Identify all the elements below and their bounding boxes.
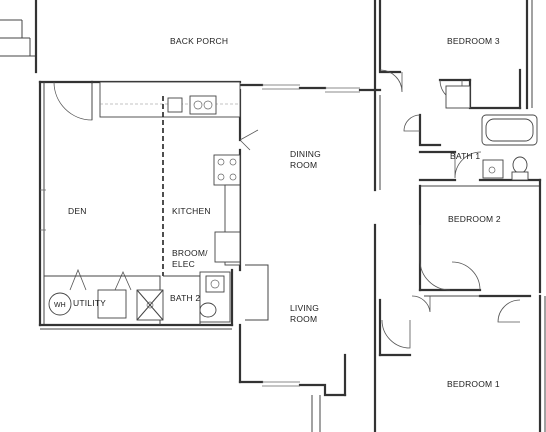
- water-heater-label: WH: [54, 302, 66, 309]
- kitchen-fixtures: [99, 81, 241, 276]
- label-living-2: ROOM: [290, 314, 317, 324]
- label-bedroom-3: BEDROOM 3: [447, 36, 500, 46]
- label-living-1: LIVING: [290, 303, 319, 313]
- label-bath-2: BATH 2: [170, 293, 200, 303]
- doors: [53, 69, 521, 387]
- label-utility: UTILITY: [73, 298, 106, 308]
- water-heater-icon: [48, 292, 72, 316]
- label-bedroom-1: BEDROOM 1: [447, 379, 500, 389]
- label-den: DEN: [68, 206, 87, 216]
- bath1-fixtures: [445, 85, 538, 181]
- label-bath-1: BATH 1: [450, 151, 480, 161]
- utility-bath2-fixtures: [44, 271, 231, 325]
- label-back-porch: BACK PORCH: [170, 36, 228, 46]
- label-broom-2: ELEC: [172, 259, 195, 269]
- label-dining-1: DINING: [290, 149, 321, 159]
- label-kitchen: KITCHEN: [172, 206, 211, 216]
- label-broom-1: BROOM/: [172, 248, 208, 258]
- room-labels: BACK PORCH BEDROOM 3 DEN KITCHEN DINING …: [68, 36, 501, 389]
- label-bedroom-2: BEDROOM 2: [448, 214, 501, 224]
- label-dining-2: ROOM: [290, 160, 317, 170]
